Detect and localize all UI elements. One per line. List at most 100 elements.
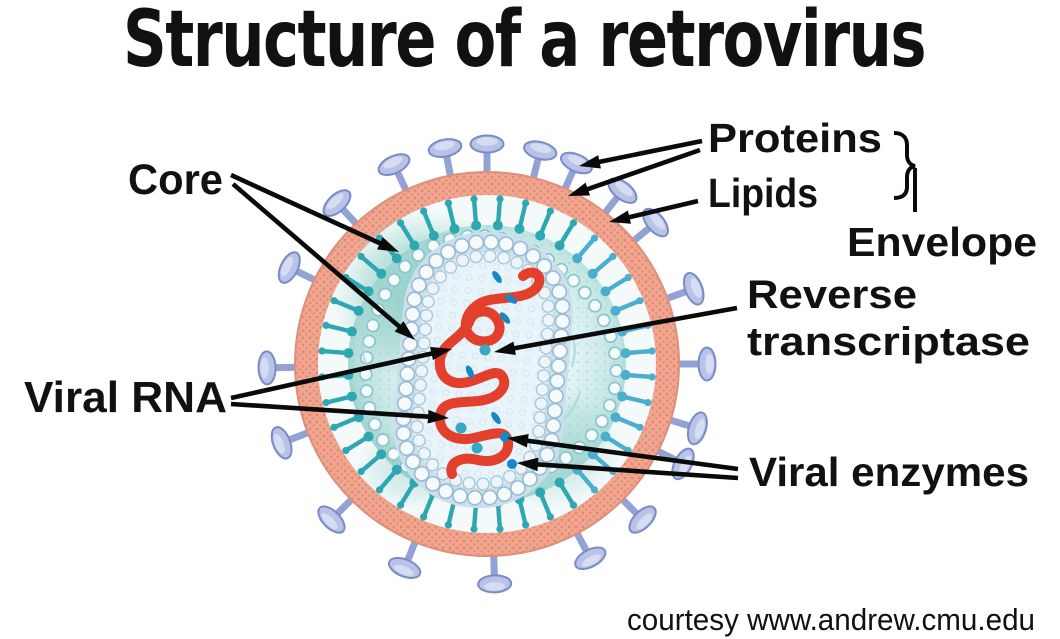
lipid-stick: [600, 431, 632, 455]
lipid-stick-stem: [471, 504, 479, 528]
lipid-stick-stem: [327, 394, 351, 405]
virus-particle: [257, 134, 717, 594]
swirl: [360, 316, 370, 370]
capsid-bead: [396, 395, 413, 412]
capsid-bead: [412, 392, 426, 406]
capsid-bead: [425, 458, 440, 472]
arrow-reverse-transcriptase: [494, 305, 738, 355]
lipid-stick-inner-head: [587, 268, 598, 279]
capsid-bead: [405, 453, 421, 470]
lipid-stick-outer-head: [322, 321, 330, 329]
lipid-stick-stem: [323, 348, 347, 356]
lipid-stick: [470, 195, 482, 231]
lipid-stick: [357, 449, 387, 476]
lipid-stick-stem: [576, 237, 596, 259]
lipid-stick-outer-head: [496, 525, 504, 533]
capsid-bead: [538, 355, 552, 369]
spike-head-highlight: [690, 277, 702, 298]
lipid-stick-inner-head: [343, 348, 354, 359]
lipid-stick-stem: [495, 200, 503, 224]
capsid-bead: [419, 308, 434, 323]
label-viral-enzymes: Viral enzymes: [749, 449, 1029, 495]
lipid-stick: [572, 234, 599, 264]
capsid-bead: [525, 248, 542, 265]
lipid-stick: [610, 297, 644, 316]
capsid-bead: [466, 489, 483, 506]
matrix-bead: [366, 318, 380, 333]
lipid-stick-stem: [360, 255, 382, 275]
matrix-bead: [368, 417, 382, 432]
spike-protein: [387, 522, 425, 579]
arrow-reverse-transcriptase-line: [505, 305, 738, 353]
lipid-stick-inner-head: [617, 391, 628, 402]
lipid-stick-outer-head: [569, 219, 578, 227]
arrow-core-1-line: [230, 172, 390, 250]
arrow-viral-enzymes-2-line: [528, 461, 739, 481]
lipid-stick-inner-head: [428, 230, 439, 241]
lipid-stick-stem: [576, 469, 596, 491]
lipid-stick: [444, 199, 460, 234]
lipid-stick: [620, 347, 656, 359]
capsid-bead: [398, 380, 414, 397]
lipid-stick-inner-head: [363, 286, 374, 297]
lipid-stick-outer-head: [624, 273, 632, 282]
lipid-stick-inner-head: [610, 305, 621, 316]
spike-head-highlight: [327, 193, 344, 210]
matrix-bead: [608, 346, 622, 361]
lipid-stick-stem: [606, 435, 628, 452]
capsid-bead: [541, 313, 556, 327]
label-envelope: Envelope: [847, 219, 1037, 265]
arrow-viral-enzymes-2-head: [517, 457, 539, 472]
lipid-stick-outer-head: [420, 513, 428, 521]
lipid-stick-stem: [517, 500, 528, 524]
lipid-stick-inner-head: [492, 220, 503, 231]
lipid-stick-inner-head: [363, 431, 374, 442]
enzyme-dot-teal: [455, 422, 467, 434]
lipid-stick-inner-head: [449, 223, 460, 234]
lipid-stick-stem: [422, 493, 436, 517]
lipid-stick-stem: [606, 276, 628, 293]
lipid-stick-stem: [422, 211, 436, 235]
arrow-core-1-head: [377, 237, 399, 252]
capsid-bead: [512, 240, 529, 257]
arrow-proteins-1-line: [590, 138, 703, 166]
capsid-bead: [452, 488, 468, 504]
capsid-bead: [440, 244, 457, 260]
spike-head-highlight: [567, 154, 588, 167]
matrix-bead: [602, 398, 617, 413]
label-proteins: Proteins: [708, 115, 882, 161]
brace-envelope: [893, 131, 916, 200]
lipid-stick-stem: [327, 323, 351, 334]
lipid-stick-outer-head: [470, 525, 478, 533]
enzyme-dot-teal: [479, 344, 491, 356]
capsid-bead: [533, 410, 547, 425]
capsid-bead: [545, 417, 562, 434]
label-core: Core: [128, 156, 223, 204]
capsid-bead: [541, 299, 555, 313]
lipid-stick-inner-head: [554, 477, 565, 488]
matrix-bead: [387, 273, 401, 287]
spike-protein: [650, 411, 708, 446]
lipid-stick-stem: [616, 299, 640, 313]
lipid-stick: [420, 207, 439, 241]
lipid-stick-outer-head: [648, 373, 656, 381]
lipid-stick-outer-head: [322, 399, 330, 407]
spike-head-highlight: [281, 256, 293, 277]
capsid-bead: [496, 486, 513, 503]
arrow-core-2: [231, 182, 415, 340]
spike-head-highlight: [615, 181, 633, 196]
label-viral-rna: Viral RNA: [24, 373, 227, 422]
capsid-bead: [414, 364, 429, 378]
capsid-bead: [536, 258, 553, 275]
matrix-bead: [398, 259, 412, 274]
capsid-bead: [535, 383, 550, 397]
capsid-bead: [497, 251, 511, 265]
arrow-viral-rna-1-line: [230, 349, 441, 401]
lipid-stick-inner-head: [514, 223, 525, 234]
lipid-stick-outer-head: [590, 234, 599, 242]
lipid-stick-stem: [616, 415, 640, 429]
capsid-bead: [539, 446, 556, 463]
lipid-stick: [514, 199, 530, 234]
matrix-bead: [609, 363, 624, 378]
arrow-viral-rna-1: [230, 346, 452, 401]
